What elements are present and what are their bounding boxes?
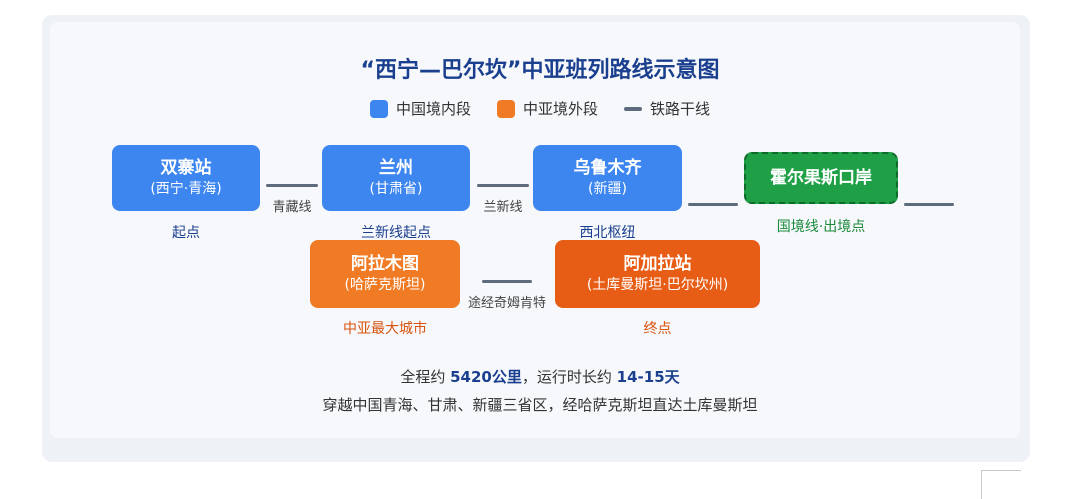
summary-distance: 5420公里 [450, 368, 522, 386]
caption-horgos: 国境线·出境点 [776, 219, 866, 235]
legend-label-abroad: 中亚境外段 [522, 100, 598, 118]
node-sub: (甘肃省) [369, 181, 423, 197]
diagram-card [50, 22, 1020, 438]
caption-akdala: 终点 [643, 321, 672, 337]
legend-item-domestic: 中国境内段 [369, 98, 471, 119]
node-sub: (土库曼斯坦·巴尔坎州) [586, 277, 729, 293]
legend-swatch-orange [496, 99, 515, 118]
connector-urumqi-horgos [688, 203, 738, 206]
node-name: 霍尔果斯口岸 [770, 168, 872, 188]
connector-horgos-abroad [904, 203, 954, 206]
node-name: 双寨站 [160, 158, 212, 178]
node-name: 乌鲁木齐 [573, 158, 642, 178]
caption-lanzhou: 兰新线起点 [361, 225, 431, 241]
node-name: 兰州 [379, 158, 413, 178]
legend-item-railway: 铁路干线 [624, 98, 710, 119]
legend: 中国境内段 中亚境外段 铁路干线 [0, 98, 1080, 119]
node-shuangzhai: 双寨站 (西宁·青海) [112, 145, 260, 211]
diagram-title: “西宁—巴尔坎”中亚班列路线示意图 [360, 58, 720, 83]
node-name: 阿加拉站 [623, 254, 692, 274]
legend-item-abroad: 中亚境外段 [496, 98, 598, 119]
node-horgos: 霍尔果斯口岸 [744, 152, 898, 204]
connector-lanxin [477, 184, 529, 187]
legend-label-domestic: 中国境内段 [395, 100, 471, 118]
connector-label-lanxin: 兰新线 [483, 200, 523, 215]
caption-urumqi: 西北枢纽 [579, 225, 636, 241]
legend-label-railway: 铁路干线 [650, 100, 711, 118]
node-lanzhou: 兰州 (甘肃省) [322, 145, 470, 211]
summary-prefix: 全程约 [400, 368, 451, 386]
corner-box [981, 470, 1021, 499]
summary-line-1: 全程约 5420公里，运行时长约 14-15天 [0, 366, 1080, 387]
node-almaty: 阿拉木图 (哈萨克斯坦) [310, 240, 460, 308]
connector-label-qingzang: 青藏线 [272, 200, 312, 215]
node-urumqi: 乌鲁木齐 (新疆) [533, 145, 682, 211]
caption-shuangzhai: 起点 [172, 225, 200, 241]
summary-middle: ，运行时长约 [521, 368, 617, 386]
node-akdala: 阿加拉站 (土库曼斯坦·巴尔坎州) [555, 240, 760, 308]
node-name: 阿拉木图 [351, 254, 419, 274]
legend-swatch-blue [369, 99, 388, 118]
node-sub: (新疆) [588, 181, 627, 197]
connector-qingzang [266, 184, 318, 187]
connector-chimkent [482, 280, 532, 283]
summary-line-2: 穿越中国青海、甘肃、新疆三省区，经哈萨克斯坦直达土库曼斯坦 [322, 396, 758, 414]
legend-swatch-line [624, 106, 642, 111]
node-sub: (西宁·青海) [150, 181, 222, 197]
node-sub: (哈萨克斯坦) [344, 277, 426, 293]
connector-label-chimkent: 途经奇姆肯特 [467, 296, 546, 311]
summary-duration: 14-15天 [616, 368, 680, 386]
caption-almaty: 中亚最大城市 [343, 321, 427, 337]
